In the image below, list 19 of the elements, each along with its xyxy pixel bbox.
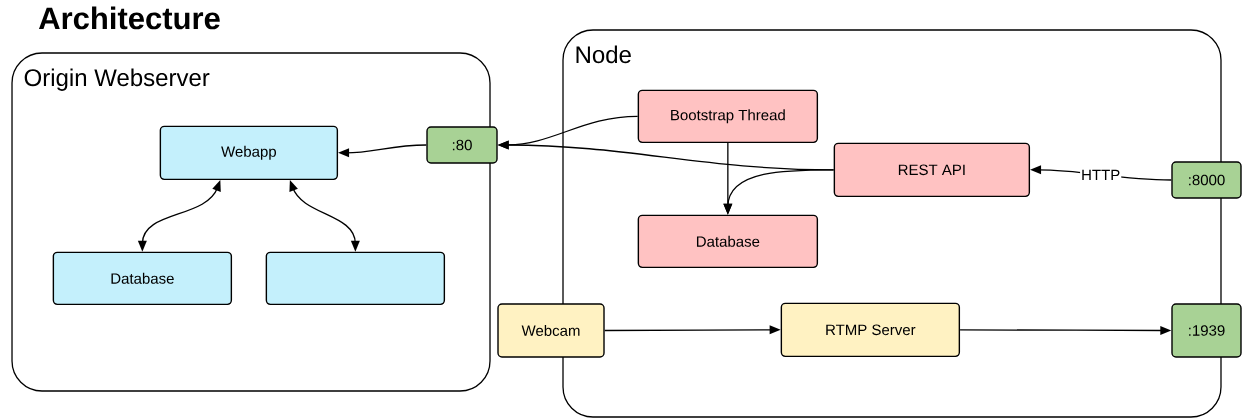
- arrow: [289, 180, 360, 252]
- arrow: [604, 325, 781, 335]
- port-box: :1939: [1171, 303, 1242, 358]
- process-box: REST API: [833, 142, 1031, 198]
- port-box: :80: [426, 126, 498, 164]
- process-box: Bootstrap Thread: [637, 89, 819, 144]
- process-box: [265, 251, 446, 306]
- process-box: Database: [52, 251, 233, 306]
- process-box: Webcam: [497, 303, 605, 358]
- process-box: Database: [637, 214, 819, 269]
- process-box: RTMP Server: [780, 302, 961, 358]
- arrow: [959, 326, 1172, 335]
- arrow: [137, 180, 221, 252]
- arrow: [723, 169, 835, 215]
- process-box: Webapp: [159, 125, 339, 181]
- title: Architecture: [39, 6, 220, 30]
- port-box: :8000: [1171, 161, 1242, 199]
- edge-label: HTTP: [1082, 169, 1120, 181]
- arrow: [338, 144, 427, 158]
